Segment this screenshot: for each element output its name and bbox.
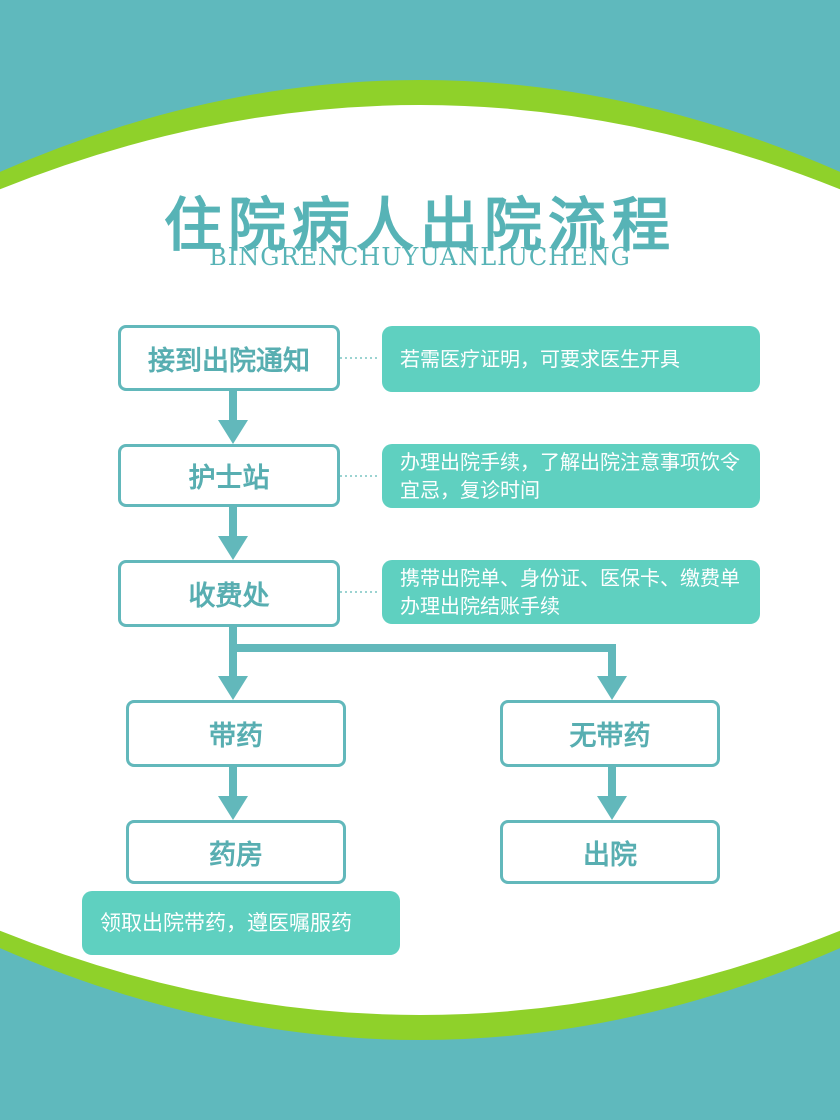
step-pharmacy: 药房 [126, 820, 346, 884]
page-title: 住院病人出院流程 [163, 191, 676, 259]
arrow-down-icon [597, 796, 627, 820]
note-cashier: 携带出院单、身份证、医保卡、缴费单办理出院结账手续 [382, 560, 760, 624]
step-cashier: 收费处 [118, 560, 340, 627]
step-without-medicine: 无带药 [500, 700, 720, 767]
arrow-down-icon [218, 796, 248, 820]
step-notify: 接到出院通知 [118, 325, 340, 391]
step-discharge: 出院 [500, 820, 720, 884]
page-subtitle: BINGRENCHUYUANLIUCHENG [209, 243, 631, 271]
note-nurse-station: 办理出院手续，了解出院注意事项饮令宜忌，复诊时间 [382, 444, 760, 508]
arrow-down-icon [218, 676, 248, 700]
note-notify: 若需医疗证明，可要求医生开具 [382, 326, 760, 392]
step-with-medicine: 带药 [126, 700, 346, 767]
note-pharmacy: 领取出院带药，遵医嘱服药 [82, 891, 400, 955]
arrow-down-icon [218, 420, 248, 444]
step-nurse-station: 护士站 [118, 444, 340, 507]
arrow-down-icon [597, 676, 627, 700]
arrow-down-icon [218, 536, 248, 560]
